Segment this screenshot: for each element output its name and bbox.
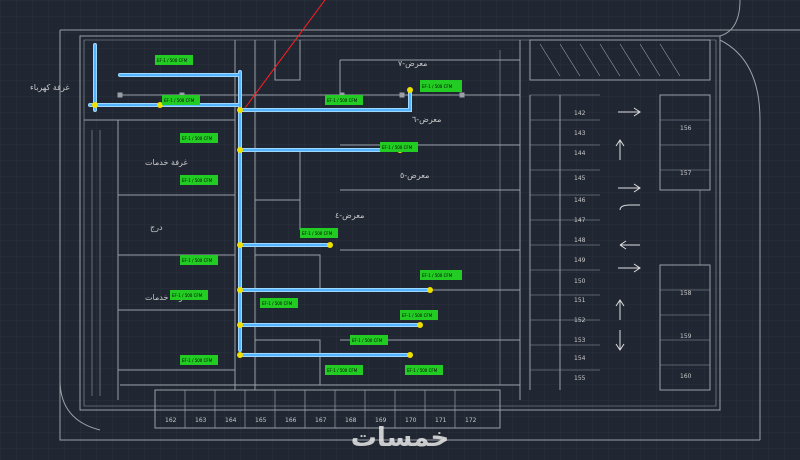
- room-labels: معرض-٧ معرض-٦ معرض-٥ معرض-٤ غرفة كهرباء …: [30, 59, 441, 302]
- bay-number: 168: [345, 417, 357, 424]
- svg-text:EF-1 / 500 CFM: EF-1 / 500 CFM: [182, 358, 213, 363]
- bay-number: 167: [315, 417, 327, 424]
- room-label: غرفة خدمات: [145, 293, 188, 302]
- bay-number: 170: [405, 417, 417, 424]
- parking-number: 146: [574, 197, 586, 204]
- svg-text:EF-1 / 500 CFM: EF-1 / 500 CFM: [302, 231, 333, 236]
- parking-number: 154: [574, 355, 586, 362]
- watermark-logo: خمسات: [350, 423, 450, 453]
- tag: EF-1 / 500 CFM: [325, 365, 363, 375]
- ductwork: [88, 43, 432, 357]
- svg-text:EF-1 / 500 CFM: EF-1 / 500 CFM: [172, 293, 203, 298]
- parking-number: 159: [680, 333, 692, 340]
- room-label: معرض-٧: [398, 59, 427, 68]
- parking-number: 157: [680, 170, 692, 177]
- svg-text:EF-1 / 500 CFM: EF-1 / 500 CFM: [422, 273, 453, 278]
- traffic-arrows: [615, 107, 641, 351]
- parking-number: 155: [574, 375, 586, 382]
- parking-number: 158: [680, 290, 692, 297]
- parking-number: 149: [574, 257, 586, 264]
- parking-number: 145: [574, 175, 586, 182]
- parking-number: 152: [574, 317, 586, 324]
- bay-number: 171: [435, 417, 447, 424]
- parking-number: 160: [680, 373, 692, 380]
- parking-number: 142: [574, 110, 586, 117]
- svg-text:EF-1 / 500 CFM: EF-1 / 500 CFM: [327, 368, 358, 373]
- tag: EF-1 / 500 CFM: [155, 55, 193, 65]
- parking-number: 153: [574, 337, 586, 344]
- tag: EF-1 / 500 CFM: [162, 95, 200, 105]
- tag: EF-1 / 500 CFM: [350, 335, 388, 345]
- tag: EF-1 / 500 CFM: [380, 142, 418, 152]
- bay-number: 163: [195, 417, 207, 424]
- bay-number: 169: [375, 417, 387, 424]
- parking-number: 147: [574, 217, 586, 224]
- bay-number: 166: [285, 417, 297, 424]
- tag: EF-1 / 500 CFM: [170, 290, 208, 300]
- equipment-tags: EF-1 / 500 CFM EF-1 / 500 CFM EF-1 / 500…: [155, 55, 462, 375]
- svg-text:EF-1 / 500 CFM: EF-1 / 500 CFM: [407, 368, 438, 373]
- tag: EF-1 / 500 CFM: [325, 95, 363, 105]
- parking-number: 144: [574, 150, 586, 157]
- room-label: معرض-٥: [400, 171, 429, 180]
- svg-text:EF-1 / 500 CFM: EF-1 / 500 CFM: [382, 145, 413, 150]
- tag: EF-1 / 500 CFM: [420, 80, 462, 92]
- bay-number: 162: [165, 417, 177, 424]
- tag: EF-1 / 500 CFM: [180, 175, 218, 185]
- tag: EF-1 / 500 CFM: [420, 270, 462, 280]
- tag: EF-1 / 500 CFM: [180, 133, 218, 143]
- tag: EF-1 / 500 CFM: [405, 365, 443, 375]
- parking-number: 143: [574, 130, 586, 137]
- leader-line: [244, 0, 326, 109]
- svg-text:EF-1 / 500 CFM: EF-1 / 500 CFM: [262, 301, 293, 306]
- parking-number: 150: [574, 278, 586, 285]
- bay-number: 172: [465, 417, 477, 424]
- tag: EF-1 / 500 CFM: [300, 228, 338, 238]
- svg-text:EF-1 / 500 CFM: EF-1 / 500 CFM: [422, 84, 453, 89]
- room-label: غرفة خدمات: [145, 158, 188, 167]
- svg-text:EF-1 / 500 CFM: EF-1 / 500 CFM: [402, 313, 433, 318]
- svg-text:EF-1 / 500 CFM: EF-1 / 500 CFM: [327, 98, 358, 103]
- svg-text:EF-1 / 500 CFM: EF-1 / 500 CFM: [157, 58, 188, 63]
- svg-text:EF-1 / 500 CFM: EF-1 / 500 CFM: [352, 338, 383, 343]
- tag: EF-1 / 500 CFM: [400, 310, 438, 320]
- tag: EF-1 / 500 CFM: [180, 255, 218, 265]
- svg-text:EF-1 / 500 CFM: EF-1 / 500 CFM: [164, 98, 195, 103]
- room-label: درج: [150, 223, 163, 232]
- room-label: غرفة كهرباء: [30, 83, 70, 92]
- parking-number: 148: [574, 237, 586, 244]
- svg-text:EF-1 / 500 CFM: EF-1 / 500 CFM: [182, 136, 213, 141]
- room-label: معرض-٤: [335, 211, 364, 220]
- tag: EF-1 / 500 CFM: [180, 355, 218, 365]
- bay-number: 165: [255, 417, 267, 424]
- parking-number: 151: [574, 297, 586, 304]
- svg-text:EF-1 / 500 CFM: EF-1 / 500 CFM: [182, 178, 213, 183]
- parking-number: 156: [680, 125, 692, 132]
- room-label: معرض-٦: [412, 115, 441, 124]
- tag: EF-1 / 500 CFM: [260, 298, 298, 308]
- bay-number: 164: [225, 417, 237, 424]
- parking-numbers: 142 143 144 145 146 147 148 149 150 151 …: [165, 110, 692, 424]
- svg-text:EF-1 / 500 CFM: EF-1 / 500 CFM: [182, 258, 213, 263]
